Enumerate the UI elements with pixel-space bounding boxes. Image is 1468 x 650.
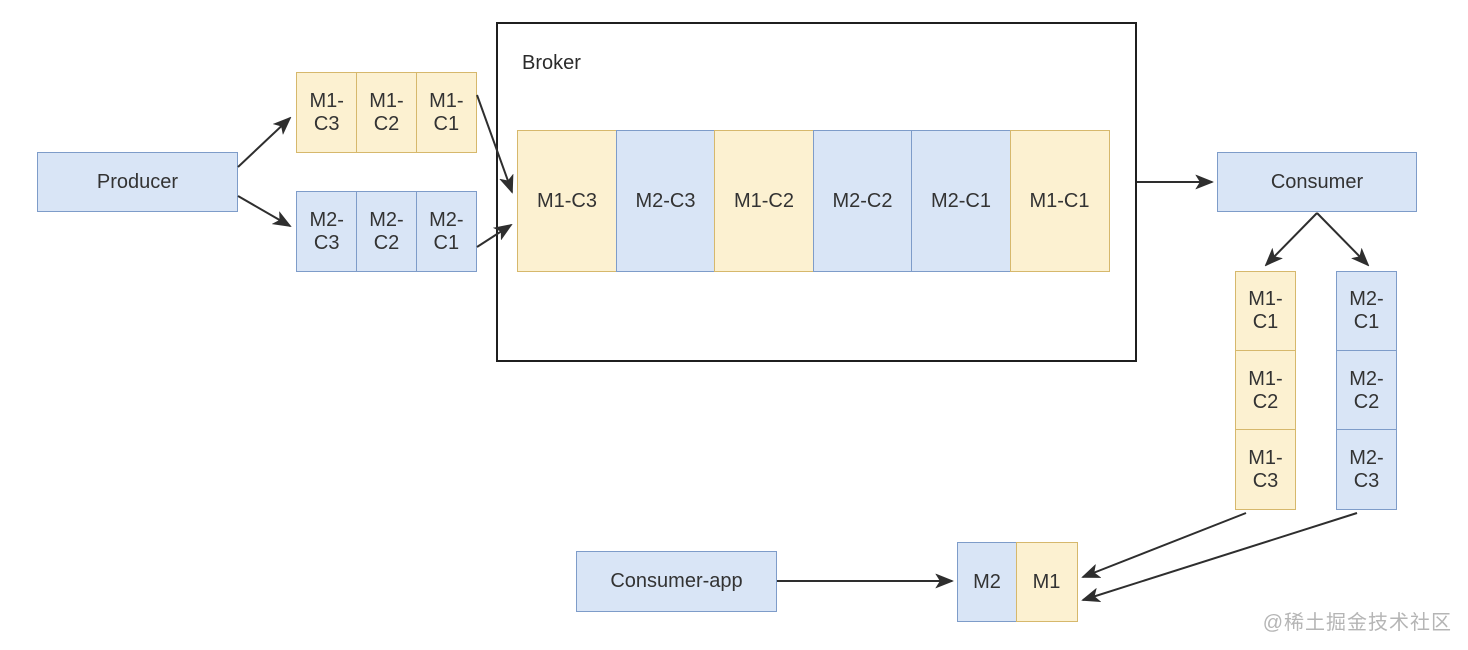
producer-out-m2-row: M2-C3 M2-C2 M2-C1 — [296, 191, 477, 272]
broker-label: Broker — [522, 52, 581, 74]
message-cell: M2-C1 — [415, 191, 477, 272]
arrow-m2-column-to-delivered — [1083, 512, 1358, 600]
message-cell: M2-C1 — [1336, 271, 1397, 352]
broker-queue: M1-C3 M2-C3 M1-C2 M2-C2 M2-C1 M1-C1 — [517, 130, 1117, 272]
message-cell: M2-C3 — [296, 191, 358, 272]
message-cell: M1-C2 — [355, 72, 418, 153]
queue-cell: M1-C1 — [1009, 130, 1110, 272]
message-cell: M2-C3 — [1336, 429, 1397, 511]
message-cell: M1-C3 — [296, 72, 358, 153]
consumer-app-node: Consumer-app — [576, 551, 777, 612]
message-cell: M1-C1 — [1235, 271, 1296, 352]
arrow-consumer-to-m2-column — [1316, 212, 1368, 265]
message-cell: M1-C2 — [1235, 350, 1296, 431]
delivered-m1-box: M1 — [1015, 542, 1078, 622]
producer-out-m1-row: M1-C3 M1-C2 M1-C1 — [296, 72, 477, 153]
arrow-producer-to-m1-row — [237, 118, 290, 168]
queue-cell: M1-C2 — [714, 130, 814, 272]
message-cell: M2-C2 — [355, 191, 418, 272]
producer-node: Producer — [37, 152, 238, 212]
consumer-node: Consumer — [1217, 152, 1417, 212]
message-cell: M1-C3 — [1235, 429, 1296, 511]
message-cell: M1-C1 — [415, 72, 477, 153]
queue-cell: M1-C3 — [517, 130, 617, 272]
watermark: @稀土掘金技术社区 — [1262, 612, 1452, 634]
delivered-m2-box: M2 — [957, 542, 1017, 622]
arrow-consumer-to-m1-column — [1266, 212, 1318, 265]
consumer-out-m1-column: M1-C1 M1-C2 M1-C3 — [1235, 271, 1296, 511]
queue-cell: M2-C3 — [615, 130, 716, 272]
queue-cell: M2-C1 — [911, 130, 1011, 272]
arrow-producer-to-m2-row — [237, 195, 290, 226]
message-cell: M2-C2 — [1336, 350, 1397, 431]
arrow-m1-column-to-delivered — [1083, 512, 1247, 578]
queue-cell: M2-C2 — [812, 130, 913, 272]
consumer-out-m2-column: M2-C1 M2-C2 M2-C3 — [1336, 271, 1397, 511]
